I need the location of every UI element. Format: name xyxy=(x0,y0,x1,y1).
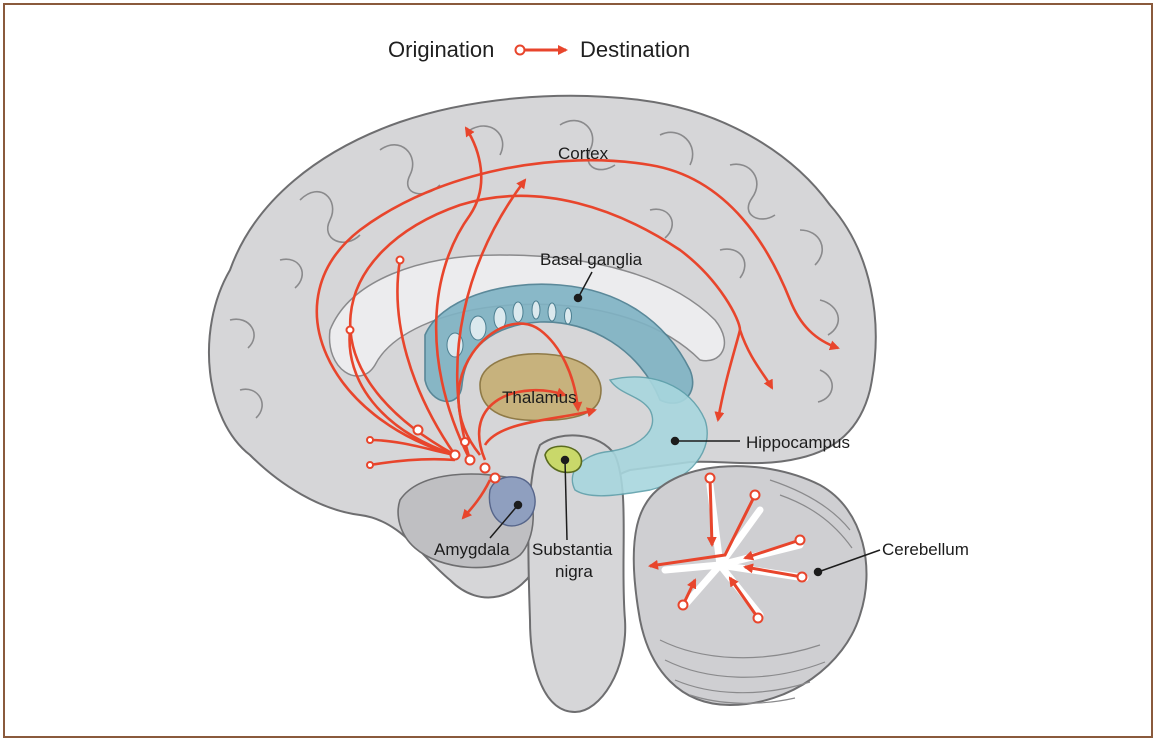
thalamus-label: Thalamus xyxy=(502,388,577,407)
amygdala-label: Amygdala xyxy=(434,540,510,559)
origination-marker-icon xyxy=(516,46,525,55)
legend: Origination Destination xyxy=(388,37,690,62)
legend-origination-label: Origination xyxy=(388,37,494,62)
amygdala-shape xyxy=(489,477,535,526)
cerebellum-label: Cerebellum xyxy=(882,540,969,559)
cortex-label: Cortex xyxy=(558,144,609,163)
basal-ganglia-label: Basal ganglia xyxy=(540,250,643,269)
substantia-nigra-label-line1: Substantia xyxy=(532,540,613,559)
hippocampus-label: Hippocampus xyxy=(746,433,850,452)
substantia-nigra-label-line2: nigra xyxy=(555,562,593,581)
legend-destination-label: Destination xyxy=(580,37,690,62)
